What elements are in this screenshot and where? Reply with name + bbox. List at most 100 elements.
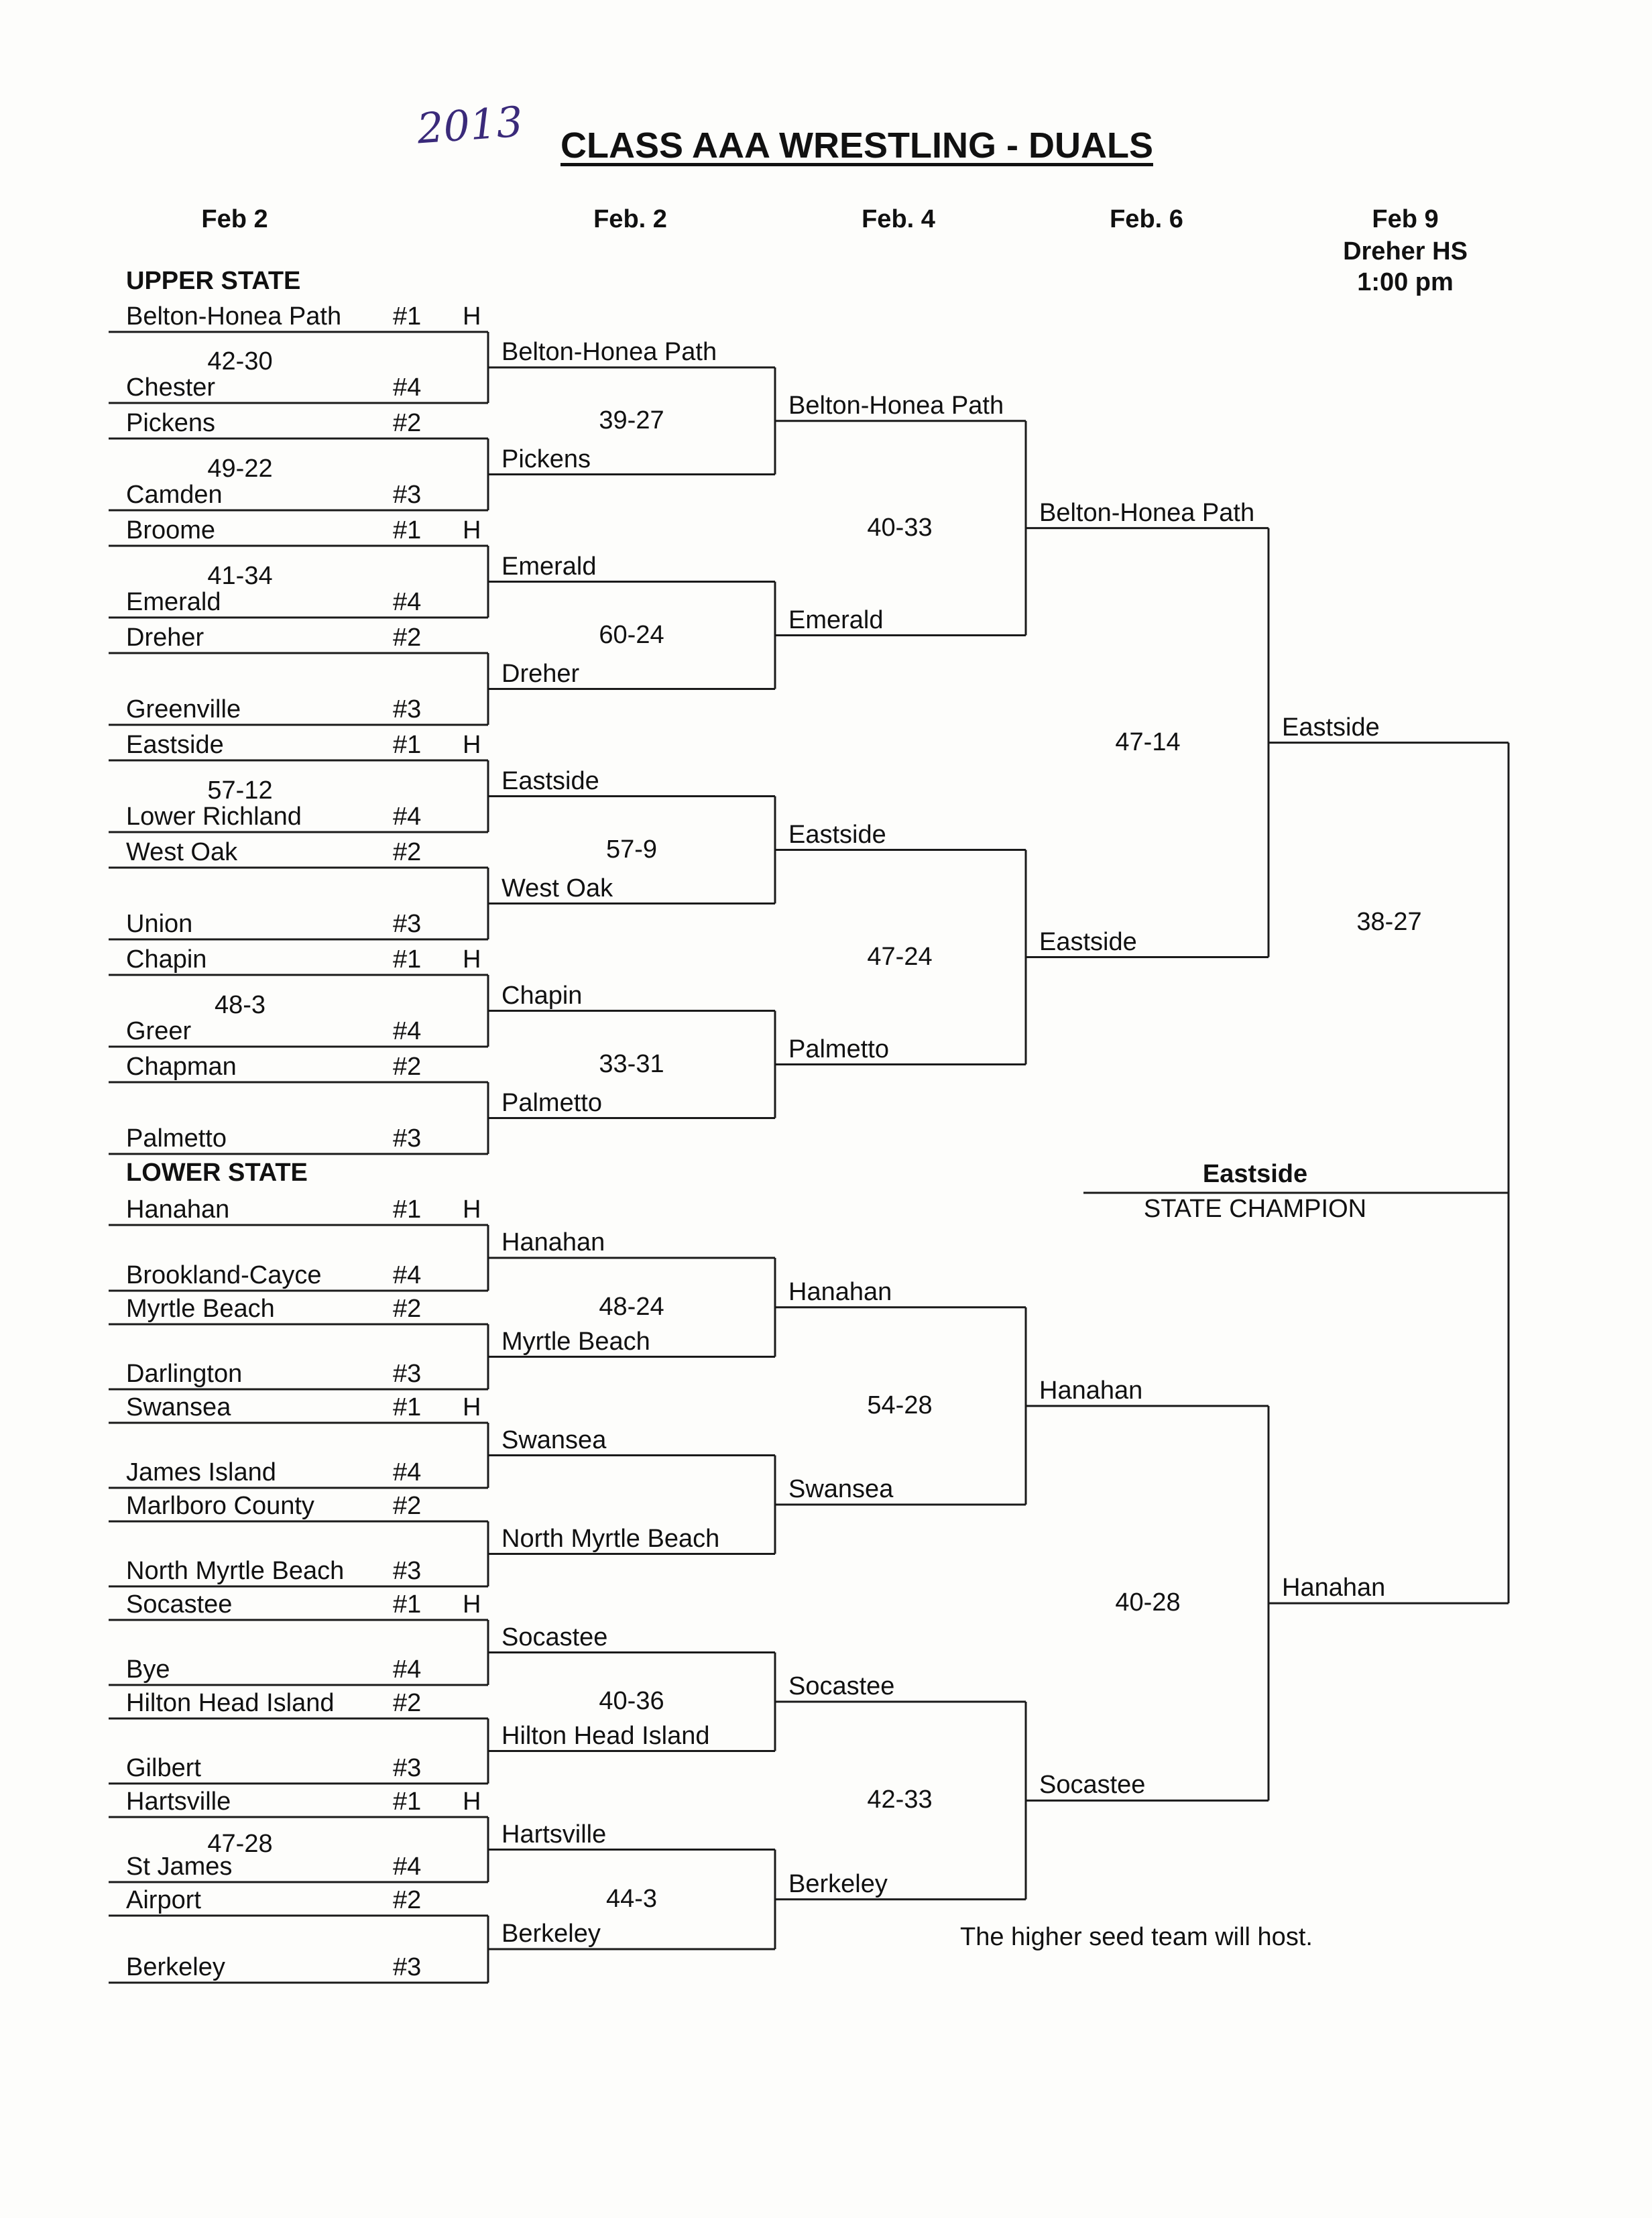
seed: #3 [393,1754,422,1782]
seed: #1 [393,1195,422,1224]
team-name: Belton-Honea Path [788,391,1004,420]
host-mark: H [463,302,481,331]
seed: #2 [393,1689,422,1717]
team-name: Gilbert [126,1754,201,1782]
seed: #1 [393,731,422,759]
team-name: Eastside [1039,927,1137,956]
team-name: Dreher [126,624,204,652]
score: 57-12 [207,776,273,805]
host-mark: H [463,731,481,759]
header-round2: Feb. 2 [593,205,667,233]
team-name: Chapin [501,981,583,1010]
team-name: Hanahan [501,1228,605,1257]
seed: #4 [393,373,422,402]
seed: #3 [393,481,422,509]
seed: #3 [393,695,422,723]
team-name: Berkeley [501,1920,601,1948]
seed: #2 [393,1053,422,1081]
team-name: Camden [126,481,223,509]
section-lower-state: LOWER STATE [126,1159,308,1187]
team-name: North Myrtle Beach [126,1557,345,1585]
seed: #3 [393,1557,422,1585]
seed: #2 [393,838,422,866]
team-name: Palmetto [501,1088,602,1117]
team-name: Airport [126,1886,201,1914]
seed: #1 [393,1590,422,1619]
host-mark: H [463,1788,481,1816]
score: 49-22 [207,454,273,483]
team-name: Chapin [126,945,207,974]
team-name: Socastee [501,1623,608,1651]
team-name: Emerald [126,588,221,616]
team-name: Palmetto [788,1035,889,1063]
seed: #1 [393,945,422,974]
team-name: Hanahan [126,1195,230,1224]
team-name: Myrtle Beach [126,1295,275,1323]
team-name: Lower Richland [126,803,302,831]
seed: #1 [393,1788,422,1816]
team-name: Socastee [126,1590,233,1619]
score: 47-28 [207,1829,273,1858]
host-mark: H [463,1590,481,1619]
team-name: Palmetto [126,1124,227,1153]
score: 40-28 [1115,1588,1181,1617]
team-name: Belton-Honea Path [501,338,717,366]
team-name: Swansea [126,1393,231,1421]
seed: #4 [393,1017,422,1045]
seed: #4 [393,803,422,831]
team-name: Dreher [501,659,580,688]
seed: #4 [393,588,422,616]
host-mark: H [463,945,481,974]
team-name: Eastside [501,766,599,795]
team-name: Brookland-Cayce [126,1261,322,1289]
team-name: Greer [126,1017,192,1045]
header-final-time: 1:00 pm [1357,268,1454,296]
team-name: Marlboro County [126,1492,314,1520]
team-name: Chester [126,373,216,402]
team-name: Belton-Honea Path [1039,498,1255,527]
team-name: Swansea [788,1475,894,1503]
seed: #1 [393,1393,422,1421]
team-name: Hilton Head Island [126,1689,335,1717]
team-name: Socastee [788,1672,895,1700]
team-name: Eastside [1282,713,1380,742]
team-name: Socastee [1039,1771,1146,1800]
score: 40-33 [867,513,933,542]
team-name: Hanahan [1039,1376,1143,1405]
champion-label: STATE CHAMPION [1143,1195,1367,1223]
team-name: Myrtle Beach [501,1327,650,1356]
header-round4: Feb. 6 [1110,205,1183,233]
champion-team: Eastside [1202,1160,1308,1188]
seed: #2 [393,1295,422,1323]
header-round3: Feb. 4 [862,205,935,233]
team-name: Pickens [126,409,216,437]
team-name: Chapman [126,1053,237,1081]
host-mark: H [463,1195,481,1224]
seed: #4 [393,1261,422,1289]
team-name: Greenville [126,695,241,723]
team-name: Berkeley [126,1953,225,1981]
header-round1: Feb 2 [201,205,268,233]
team-name: Berkeley [788,1869,888,1898]
team-name: Eastside [788,820,886,849]
team-name: Belton-Honea Path [126,302,342,331]
score: 42-30 [207,347,273,375]
score: 42-33 [867,1786,933,1814]
team-name: Broome [126,516,216,544]
seed: #4 [393,1458,422,1486]
seed: #3 [393,910,422,938]
header-final-venue: Dreher HS [1343,237,1468,266]
score: 57-9 [605,835,658,864]
seed: #3 [393,1953,422,1981]
host-mark: H [463,1393,481,1421]
team-name: Emerald [788,605,884,634]
footnote: The higher seed team will host. [960,1923,1313,1951]
score: 60-24 [599,620,664,649]
team-name: Hilton Head Island [501,1721,710,1750]
team-name: Bye [126,1655,170,1684]
seed: #2 [393,1886,422,1914]
score: 33-31 [599,1049,664,1078]
team-name: James Island [126,1458,276,1486]
team-name: Swansea [501,1425,607,1454]
